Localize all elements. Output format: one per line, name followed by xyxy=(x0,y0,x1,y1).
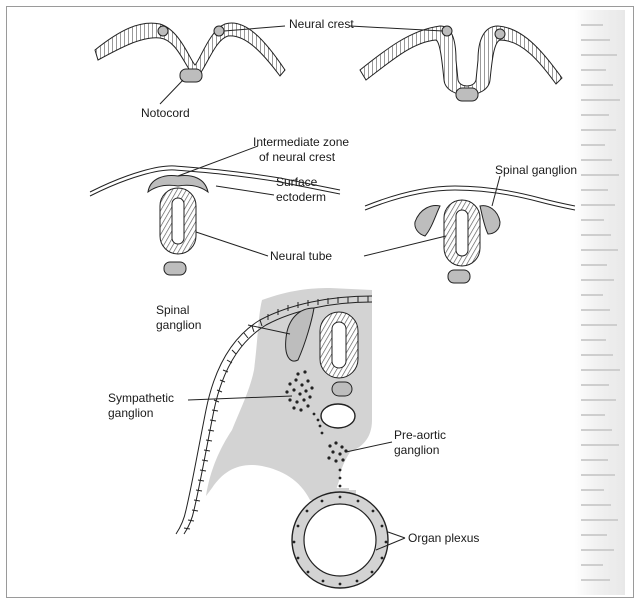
label-spinal-line2: ganglion xyxy=(156,318,201,332)
neural-crest-cell-right xyxy=(495,29,505,39)
panel-neural-folds-early xyxy=(95,23,285,82)
neural-crest-cell-right xyxy=(214,26,224,36)
label-notocord: Notocord xyxy=(141,106,190,120)
label-sympathetic-line2: ganglion xyxy=(108,406,153,420)
label-surface-line1: Surface xyxy=(276,175,318,189)
notocord-early xyxy=(180,69,202,82)
notocord-mid-right xyxy=(448,270,470,283)
label-intermediate-zone-line1: Intermediate zone xyxy=(253,135,349,149)
neural-groove-late xyxy=(360,26,562,95)
label-sympathetic-line1: Sympathetic xyxy=(108,391,174,405)
notocord-mid-left xyxy=(164,262,186,275)
label-neural-tube: Neural tube xyxy=(270,249,332,263)
label-surface-line2: ectoderm xyxy=(276,190,326,204)
label-preaortic-line1: Pre-aortic xyxy=(394,428,446,442)
neural-crest-cell-left xyxy=(442,26,452,36)
neural-crest-cell-left xyxy=(158,26,168,36)
panel-neural-folds-late xyxy=(360,26,562,101)
notocord-large xyxy=(332,382,352,396)
label-spinal-line1: Spinal xyxy=(156,303,189,317)
label-neural-crest: Neural crest xyxy=(289,17,354,31)
notocord-late xyxy=(456,88,478,101)
spinal-ganglion-left-mid xyxy=(415,206,440,236)
label-spinal-ganglion-top: Spinal ganglion xyxy=(495,163,577,177)
panel-autonomic-ganglia xyxy=(176,288,388,588)
spinal-ganglion-right-mid xyxy=(480,206,500,234)
label-organ-plexus: Organ plexus xyxy=(408,531,479,545)
label-intermediate-zone-line2: of neural crest xyxy=(259,150,336,164)
panel-spinal-ganglion xyxy=(365,186,575,283)
label-preaortic-line2: ganglion xyxy=(394,443,439,457)
aorta xyxy=(321,404,355,428)
gut-tube-inner xyxy=(304,504,376,576)
